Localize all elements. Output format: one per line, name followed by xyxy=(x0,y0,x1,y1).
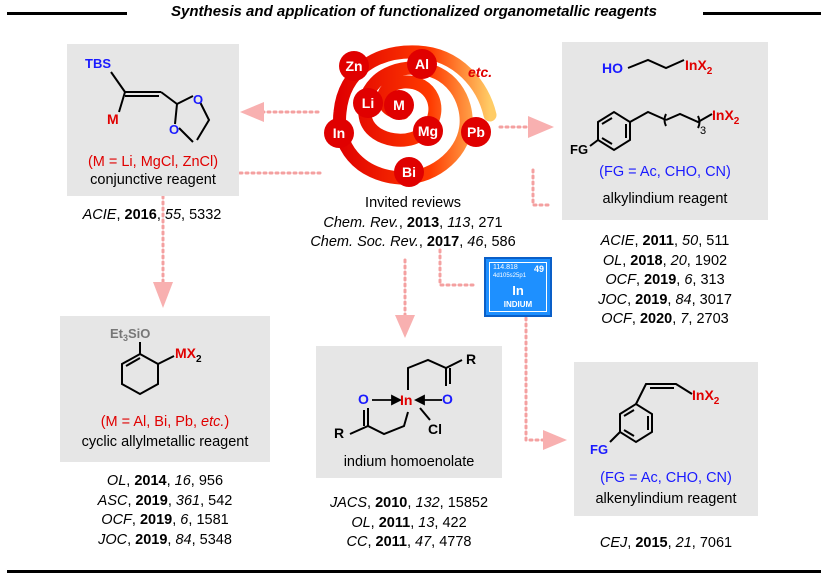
oxygen-label: O xyxy=(169,122,179,137)
inx2-label: InX2 xyxy=(692,387,720,407)
tile-mass: 114.818 xyxy=(493,264,518,271)
ref-line: OL, 2018, 20, 1902 xyxy=(602,252,728,269)
metal-label: Mg xyxy=(418,123,438,139)
r-label: R xyxy=(466,351,476,367)
allylmetallic-caption: cyclic allylmetallic reagent xyxy=(81,434,249,450)
homoenolate-refs: JACS, 2010, 132, 15852 OL, 2011, 13, 422… xyxy=(299,494,519,553)
page-title: Synthesis and application of functionali… xyxy=(171,3,657,20)
metal-label: Al xyxy=(415,56,429,72)
tile-name: INDIUM xyxy=(503,300,533,309)
ref-line: OL, 2014, 16, 956 xyxy=(106,473,224,489)
oxygen-label: O xyxy=(358,391,369,407)
metal-bi xyxy=(394,157,424,187)
metal-in xyxy=(324,118,354,148)
indium-label: In xyxy=(400,392,412,408)
title-rule-right xyxy=(703,12,821,15)
metal-li xyxy=(353,88,383,118)
ref-line: ASC, 2019, 361, 542 xyxy=(97,492,233,509)
conjunctive-caption: conjunctive reagent xyxy=(90,172,216,188)
conjunctive-refs: ACIE, 2016, 55, 5332 xyxy=(52,206,252,226)
alkenylindium-refs: CEJ, 2015, 21, 7061 xyxy=(574,534,758,554)
cl-label: Cl xyxy=(428,421,442,437)
panel-conjunctive xyxy=(67,44,239,196)
metal-label: Li xyxy=(362,95,374,111)
r-label: R xyxy=(334,425,344,441)
metal-mg xyxy=(413,116,443,146)
allylmetallic-note: (M = Al, Bi, Pb, etc.) xyxy=(100,414,230,430)
homoenolate-structure: R R In Cl O O xyxy=(334,351,476,441)
panel-allylmetallic xyxy=(60,316,270,462)
etc-label: etc. xyxy=(468,64,492,80)
metal-zn xyxy=(339,51,369,81)
inx2-label: InX2 xyxy=(712,107,740,127)
metal-pb xyxy=(461,117,491,147)
metal-label: Bi xyxy=(402,164,416,180)
tile-config: 4d105s25p1 xyxy=(493,273,527,279)
allylmetallic-refs: OL, 2014, 16, 956 ASC, 2019, 361, 542 OC… xyxy=(60,472,270,550)
alkenylindium-structure: InX2 FG xyxy=(590,383,720,457)
chain-count-label: 3 xyxy=(700,125,706,137)
siloxy-label: Et3SiO xyxy=(110,326,150,343)
metal-m-label: M xyxy=(107,111,119,127)
alkylindium-note: (FG = Ac, CHO, CN) xyxy=(599,164,731,180)
invited-reviews: Invited reviews Chem. Rev., 2013, 113, 2… xyxy=(278,194,548,253)
ref-line: JACS, 2010, 132, 15852 xyxy=(329,495,489,511)
ref-line: JOC, 2019, 84, 5348 xyxy=(98,531,232,548)
ref-line: OL, 2011, 13, 422 xyxy=(351,514,467,531)
oxygen-label: O xyxy=(442,391,453,407)
homoenolate-caption: indium homoenolate xyxy=(343,454,475,470)
ref-line: OCF, 2019, 6, 313 xyxy=(605,272,725,288)
metal-al xyxy=(407,49,437,79)
metal-spiral: Zn Al Li M Mg In Pb Bi etc. xyxy=(324,45,497,187)
metal-label: Zn xyxy=(345,58,362,74)
metal-m xyxy=(384,90,414,120)
tbs-label: TBS xyxy=(85,56,111,71)
metal-label: M xyxy=(393,97,405,113)
indium-element-tile: 114.818 4d105s25p1 49 In INDIUM xyxy=(484,257,552,317)
ref-line: OCF, 2020, 7, 2703 xyxy=(601,311,729,327)
ho-label: HO xyxy=(602,60,623,76)
ref-line: OCF, 2019, 6, 1581 xyxy=(101,512,229,528)
title-rule-left xyxy=(7,12,127,15)
alkylindium-refs: ACIE, 2011, 50, 511 OL, 2018, 20, 1902 O… xyxy=(562,232,768,330)
inx2-label: InX2 xyxy=(685,57,713,77)
ref-line: ACIE, 2016, 55, 5332 xyxy=(82,207,222,223)
alkenylindium-note: (FG = Ac, CHO, CN) xyxy=(600,470,732,486)
alkenylindium-caption: alkenylindium reagent xyxy=(595,491,737,507)
panel-alkylindium xyxy=(562,42,768,220)
conjunctive-note: (M = Li, MgCl, ZnCl) xyxy=(87,154,219,170)
tile-symbol: In xyxy=(512,283,524,298)
ref-line: CC, 2011, 47, 4778 xyxy=(346,534,472,550)
conjunctive-structure: TBS M O O xyxy=(85,56,211,143)
fg-label: FG xyxy=(570,142,588,157)
alkylindium-structure: HO InX2 InX2 3 FG xyxy=(570,57,740,157)
ref-line: ACIE, 2011, 50, 511 xyxy=(600,233,730,249)
ref-line: Chem. Soc. Rev., 2017, 46, 586 xyxy=(310,234,516,250)
ref-line: JOC, 2019, 84, 3017 xyxy=(598,291,732,308)
metal-label: In xyxy=(333,125,345,141)
ref-line: CEJ, 2015, 21, 7061 xyxy=(599,535,733,551)
mx2-label: MX2 xyxy=(175,345,202,365)
fg-label: FG xyxy=(590,442,608,457)
ref-line: Chem. Rev., 2013, 113, 271 xyxy=(323,214,503,231)
oxygen-label: O xyxy=(193,92,203,107)
reviews-heading: Invited reviews xyxy=(365,195,461,211)
tile-number: 49 xyxy=(533,264,544,274)
metal-label: Pb xyxy=(467,124,485,140)
allylmetallic-structure: Et3SiO MX2 xyxy=(110,326,202,396)
alkylindium-caption: alkylindium reagent xyxy=(602,191,728,207)
bottom-rule xyxy=(7,570,821,573)
